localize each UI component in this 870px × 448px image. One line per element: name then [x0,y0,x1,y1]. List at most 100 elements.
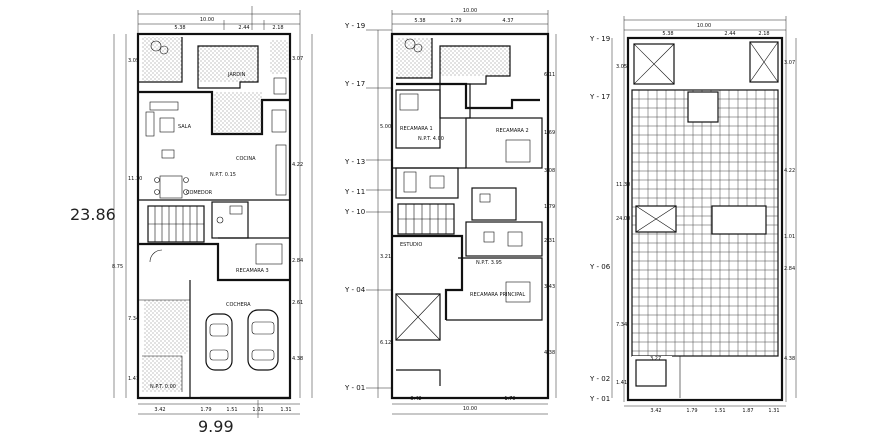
ground-floor-labels: 10.00 5.38 2.44 2.18 3.05 11.30 8.75 7.3… [112,17,303,413]
dim-label: 1.51 [714,408,725,414]
room-label: ESTUDIO [400,242,422,248]
room-label: COMEDOR [186,190,213,196]
dim-label: 7.34 [616,322,627,328]
dim-label: 1.79 [544,204,555,210]
dim-label: 6.12 [380,340,391,346]
dim-label: 1.79 [686,408,697,414]
ground-floor-dimension-lines [113,6,313,418]
dim-label: 7.34 [128,316,139,322]
dim-label: 2.18 [758,31,769,37]
dim-label: 5.38 [414,18,425,24]
dim-label: 11.30 [616,182,630,188]
axis-label: Y - 02 [589,375,610,383]
dim-label: 1.51 [226,407,237,413]
dim-label: 5.38 [174,25,185,31]
dim-label: 3.07 [784,60,795,66]
dim-label: 1.87 [742,408,753,414]
dim-label: 5.38 [662,31,673,37]
dim-label: 3.42 [410,396,421,402]
dim-label: 2.61 [292,300,303,306]
dim-label: 3.07 [292,56,303,62]
ground-floor-stairs [147,205,205,243]
axis-label: Y - 17 [344,80,365,88]
structural-outer-wall [626,36,784,402]
dim-label: 3.05 [616,64,627,70]
axis-label: Y - 13 [344,158,365,166]
dim-label: 3.42 [154,407,165,413]
upper-floor-outer-wall [390,32,550,400]
dim-label: 1.41 [616,380,627,386]
dim-label: 11.30 [128,176,142,182]
dim-label: 5.00 [380,124,391,130]
dim-label: 4.38 [292,356,303,362]
dim-total-width: 10.00 [200,17,214,23]
structural-labels: 10.00 5.38 2.44 2.18 Y - 19 Y - 17 Y - 0… [589,23,795,414]
dim-label: 1.31 [280,407,291,413]
room-label: RECAMARA PRINCIPAL [470,292,525,298]
dim-label: 8.75 [112,264,123,270]
dim-label: 10.00 [463,406,477,412]
axis-label: Y - 06 [589,263,611,271]
room-label: COCINA [236,156,256,162]
dim-label: 2.84 [292,258,303,264]
dim-label: 1.41 [128,376,139,382]
upper-floor-labels: 10.00 5.38 1.79 4.37 Y - 19 Y - 17 Y - 1… [344,8,555,412]
axis-label: Y - 11 [344,188,365,196]
dim-label: 4.22 [784,168,795,174]
dim-label: 24.00 [616,216,630,222]
dim-total-width: 10.00 [697,23,711,29]
structural-dimension-lines [611,16,797,407]
room-label: SALA [178,124,192,130]
dim-label: 1.01 [784,234,795,240]
structural-floor-plan: 10.00 5.38 2.44 2.18 Y - 19 Y - 17 Y - 0… [589,16,797,414]
axis-label: Y - 01 [589,395,610,403]
dim-label: 4.38 [784,356,795,362]
ground-floor-plan: 10.00 5.38 2.44 2.18 3.05 11.30 8.75 7.3… [70,6,313,436]
axis-label: Y - 17 [589,93,610,101]
level-label: N.P.T. 3.95 [476,260,502,266]
upper-floor-stairs [397,203,455,235]
axis-label: Y - 04 [344,286,366,294]
dim-label: 2.84 [784,266,795,272]
dim-label: 3.05 [128,58,139,64]
dim-label: 3.27 [650,356,661,362]
dim-label: 2.44 [238,25,249,31]
level-label: N.P.T. 0.00 [150,384,176,390]
overall-height-dimension: 23.86 [70,205,116,224]
dim-label: 1.31 [768,408,779,414]
level-label: N.P.T. 0.15 [210,172,236,178]
dim-label: 2.31 [544,238,555,244]
dim-total-width: 10.00 [463,8,477,14]
dim-label: 3.21 [380,254,391,260]
dim-label: 3.43 [544,284,555,290]
dim-label: 4.38 [544,350,555,356]
axis-label: Y - 10 [344,208,365,216]
room-label: JARDIN [227,72,246,78]
room-label: RECAMARA 1 [400,126,433,132]
room-label: COCHERA [226,302,251,308]
dim-label: 4.22 [292,162,303,168]
garden-top-area [142,37,182,81]
axis-label: Y - 19 [589,35,610,43]
overall-width-dimension: 9.99 [198,417,234,436]
axis-label: Y - 19 [344,22,365,30]
dim-label: 4.37 [502,18,513,24]
car-icon [247,309,279,371]
dim-label: 2.18 [272,25,283,31]
upper-floor-plan: 10.00 5.38 1.79 4.37 Y - 19 Y - 17 Y - 1… [344,8,557,415]
level-label: N.P.T. 4.00 [418,136,444,142]
axis-label: Y - 01 [344,384,365,392]
dim-label: 3.42 [650,408,661,414]
dim-label: 3.08 [544,168,555,174]
room-label: RECAMARA 3 [236,268,269,274]
dim-label: 1.79 [450,18,461,24]
room-label: RECAMARA 2 [496,128,529,134]
dim-label: 1.69 [544,130,555,136]
dim-label: 1.01 [252,407,263,413]
dim-label: 1.79 [504,396,515,402]
car-icon [205,313,233,371]
dim-label: 1.79 [200,407,211,413]
dim-label: 6.11 [544,72,555,78]
dim-label: 2.44 [724,31,735,37]
